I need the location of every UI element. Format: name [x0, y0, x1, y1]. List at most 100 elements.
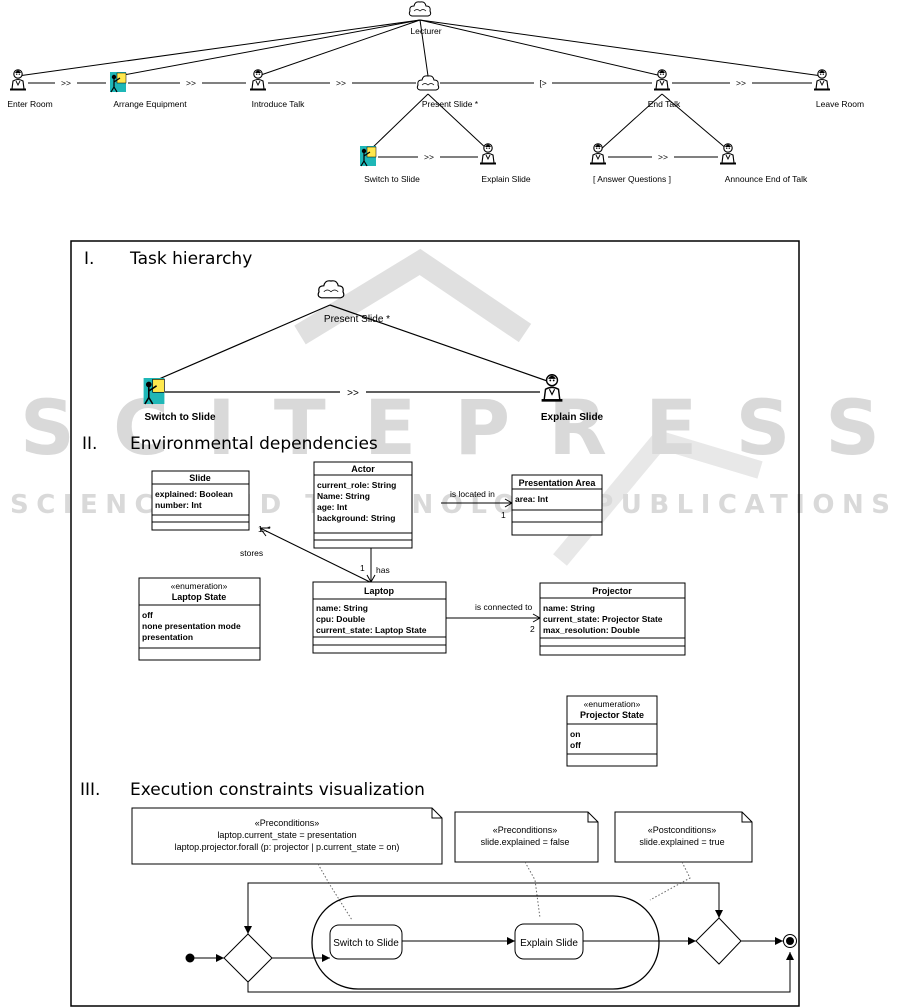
hierarchy-root-label: Present Slide * — [324, 314, 390, 325]
hierarchy-operator: >> — [347, 388, 359, 399]
action-label: Explain Slide — [520, 938, 578, 949]
user-task-icon — [653, 69, 671, 92]
class-attr: age: Int — [317, 502, 347, 512]
section-number-2: II. — [82, 434, 97, 454]
user-task-icon — [479, 143, 497, 166]
class-attr: current_role: String — [317, 480, 396, 490]
section-title-3: Execution constraints visualization — [130, 780, 425, 800]
hierarchy-right-label: Explain Slide — [541, 412, 604, 423]
enum-stereotype: «enumeration» — [584, 699, 641, 709]
class-attr: number: Int — [155, 500, 202, 510]
enum-literal: off — [142, 610, 153, 620]
class-projector: Projector name: String current_state: Pr… — [539, 582, 686, 656]
interaction-task-icon — [359, 145, 377, 167]
task-hierarchy: >> Present Slide * Switch to Slide Expla… — [142, 280, 604, 423]
note-stereotype: «Postconditions» — [648, 825, 717, 835]
activity-diagram: «Preconditions» laptop.current_state = p… — [131, 807, 797, 993]
action-explain-slide: Explain Slide — [514, 923, 584, 960]
class-presentation-area: Presentation Area area: Int — [511, 474, 603, 536]
class-diagram: 1..* stores is located in 1 1 has is con… — [138, 461, 686, 767]
enum-laptop-state: «enumeration» Laptop State off none pres… — [138, 577, 261, 661]
class-title: Slide — [189, 473, 211, 483]
op-enable-3: >> — [336, 78, 346, 88]
note-preconditions-1: «Preconditions» laptop.current_state = p… — [131, 807, 443, 865]
action-switch-to-slide: Switch to Slide — [329, 924, 403, 960]
decision-node — [223, 933, 273, 983]
class-attr: cpu: Double — [316, 614, 365, 624]
figure-frame — [70, 240, 800, 1007]
class-title: Projector — [592, 586, 632, 596]
section-number-1: I. — [84, 249, 94, 269]
class-attr: current_state: Projector State — [543, 614, 663, 624]
note-postconditions: «Postconditions» slide.explained = true — [614, 811, 753, 863]
note-text: laptop.projector.forall (p: projector | … — [175, 842, 400, 852]
class-slide: Slide explained: Boolean number: Int — [151, 470, 250, 531]
merge-node — [695, 917, 742, 965]
enum-title: Laptop State — [172, 592, 227, 602]
user-task-icon — [249, 69, 267, 92]
enum-stereotype: «enumeration» — [171, 581, 228, 591]
note-text: slide.explained = true — [639, 837, 724, 847]
assoc-label-has: has — [376, 565, 390, 575]
section-title-1: Task hierarchy — [129, 249, 252, 269]
note-text: slide.explained = false — [481, 837, 570, 847]
enum-literal: on — [570, 729, 580, 739]
class-title: Actor — [351, 464, 375, 474]
note-stereotype: «Preconditions» — [255, 818, 320, 828]
class-attr: background: String — [317, 513, 395, 523]
note-stereotype: «Preconditions» — [493, 825, 558, 835]
user-task-icon — [813, 69, 831, 92]
interaction-task-icon — [142, 377, 166, 405]
enum-title: Projector State — [580, 710, 644, 720]
task-label-answer-questions: [ Answer Questions ] — [593, 174, 671, 184]
class-title: Laptop — [364, 586, 394, 596]
user-task-icon — [719, 143, 737, 166]
assoc-mult-has: 1 — [360, 563, 365, 573]
task-label-arrange-equipment: Arrange Equipment — [113, 99, 187, 109]
class-laptop: Laptop name: String cpu: Double current_… — [312, 581, 447, 654]
class-attr: name: String — [543, 603, 595, 613]
note-text: laptop.current_state = presentation — [217, 830, 356, 840]
class-actor: Actor current_role: String Name: String … — [313, 461, 413, 549]
op-enable-2: >> — [186, 78, 196, 88]
enum-literal: presentation — [142, 632, 193, 642]
root-task-label: Lecturer — [410, 26, 441, 36]
task-label-end-talk: End Talk — [648, 99, 681, 109]
watermark: SCITEPRESS SCIENCE AND TECHNOLOGY PUBLIC… — [10, 248, 890, 566]
class-title: Presentation Area — [519, 478, 597, 488]
top-task-tree: >> >> >> [> >> >> >> Lecturer Enter Room… — [7, 1, 864, 184]
enum-projector-state: «enumeration» Projector State on off — [566, 695, 658, 767]
assoc-mult-connected: 2 — [530, 624, 535, 634]
task-label-announce-end: Announce End of Talk — [725, 174, 808, 184]
op-enable-4: >> — [736, 78, 746, 88]
action-label: Switch to Slide — [333, 938, 399, 949]
hierarchy-left-label: Switch to Slide — [144, 412, 216, 423]
assoc-label-connected: is connected to — [475, 602, 532, 612]
section-number-3: III. — [80, 780, 100, 800]
abstract-task-icon — [317, 280, 345, 299]
note-preconditions-2: «Preconditions» slide.explained = false — [454, 811, 599, 863]
assoc-mult-located: 1 — [501, 510, 506, 520]
abstract-task-icon — [416, 75, 440, 91]
section-title-2: Environmental dependencies — [130, 434, 378, 454]
task-label-introduce-talk: Introduce Talk — [252, 99, 306, 109]
enum-literal: off — [570, 740, 581, 750]
user-task-icon — [9, 69, 27, 92]
class-attr: Name: String — [317, 491, 370, 501]
class-attr: max_resolution: Double — [543, 625, 640, 635]
interaction-task-icon — [109, 71, 127, 93]
task-label-switch-slide: Switch to Slide — [364, 174, 420, 184]
abstract-task-icon — [408, 1, 432, 17]
assoc-mult-stores: 1..* — [258, 524, 271, 534]
class-attr: current_state: Laptop State — [316, 625, 427, 635]
op-enable-5: >> — [424, 152, 434, 162]
class-attr: area: Int — [515, 494, 548, 504]
task-label-explain-slide: Explain Slide — [481, 174, 530, 184]
op-disable: [> — [539, 78, 546, 88]
op-enable-6: >> — [658, 152, 668, 162]
task-label-present-slide: Present Slide * — [422, 99, 479, 109]
op-enable-1: >> — [61, 78, 71, 88]
class-attr: name: String — [316, 603, 368, 613]
task-label-enter-room: Enter Room — [7, 99, 52, 109]
